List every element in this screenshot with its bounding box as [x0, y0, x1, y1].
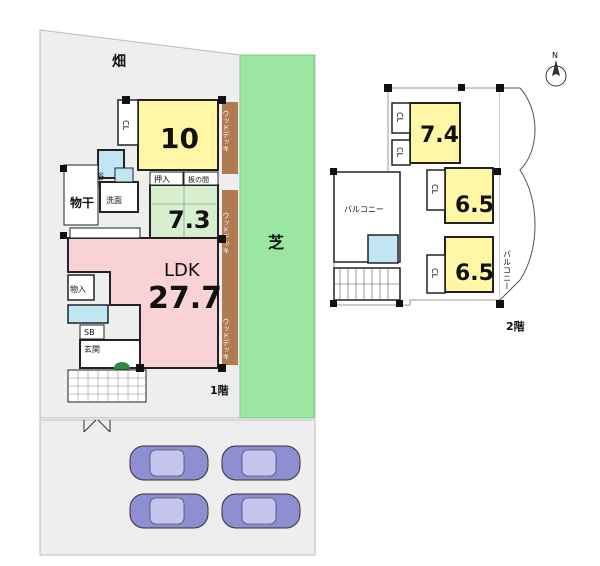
toilet-2f: [367, 234, 399, 264]
room74-cl2-label: CL: [395, 147, 404, 158]
field-label: 畑: [111, 54, 126, 70]
room-7-4: [409, 102, 461, 164]
room10-size: 10: [160, 122, 199, 155]
storage-room: [67, 274, 95, 301]
ldk-room: [67, 237, 219, 369]
deck-label-1: ウッドデッキ: [222, 110, 230, 152]
room-10: [137, 99, 219, 171]
room65a-size: 6.5: [455, 193, 494, 218]
stairs: [333, 267, 401, 301]
room74-closet-2: [391, 139, 411, 166]
entrance: [79, 339, 141, 369]
1f-columns: [60, 96, 226, 372]
deck-label-2: ウッドデッキ: [222, 212, 230, 254]
room65b-closet: [426, 254, 446, 294]
itanoma-label: 板の間: [188, 175, 209, 184]
japanese-size: 7.3: [168, 206, 211, 234]
wood-deck-bottom: [222, 285, 238, 365]
floor2-label: 2階: [506, 319, 525, 333]
wood-deck-top: [222, 102, 238, 174]
parked-cars: [129, 445, 301, 529]
room-6-5-b: [444, 236, 494, 293]
car-3: [129, 493, 209, 529]
monohoshi-label: 物干: [70, 195, 94, 210]
2f-columns: [330, 84, 504, 308]
entrance-label: 玄関: [84, 344, 100, 354]
ldk-name: LDK: [164, 260, 201, 281]
room74-closet-1: [391, 102, 411, 134]
monohoshi-area: [63, 164, 99, 226]
shoebox-label: SB: [84, 328, 95, 337]
room74-size: 7.4: [420, 123, 459, 148]
room10-cl-label: CL: [121, 120, 130, 131]
lawn-label: 芝: [268, 233, 284, 252]
room-6-5-a: [444, 167, 494, 224]
room65b-size: 6.5: [455, 261, 494, 286]
bath-label: 浴室: [96, 171, 105, 188]
room74-cl1-label: CL: [395, 112, 404, 123]
car-2: [221, 445, 301, 481]
parking-area: [39, 419, 316, 556]
oshiire-label: 押入: [154, 174, 170, 184]
room65a-cl-label: CL: [430, 184, 439, 195]
north-arrow: N: [545, 51, 567, 87]
room65b-cl-label: CL: [430, 268, 439, 279]
gate: [83, 419, 111, 433]
balcony-right: [499, 87, 536, 301]
car-4: [221, 493, 301, 529]
car-1: [129, 445, 209, 481]
lawn-area: [239, 54, 315, 419]
porch-tiles: [67, 369, 147, 403]
balcony-right-label: バルコニー: [503, 250, 512, 290]
toilet-1f: [114, 167, 134, 183]
deck-label-3: ウッドデッキ: [222, 318, 230, 360]
floor1-label: 1階: [210, 383, 229, 397]
room65a-closet: [426, 169, 446, 211]
balcony-left-label: バルコニー: [344, 205, 384, 214]
ldk-size: 27.7: [148, 281, 222, 316]
wood-deck-middle: [222, 190, 238, 285]
north-label: N: [552, 51, 558, 60]
wash-room: [99, 181, 139, 213]
storage-label: 物入: [70, 284, 86, 294]
toilet-1f-lower: [67, 304, 109, 324]
washroom-label: 洗面: [106, 195, 122, 205]
kitchen-counter: [69, 227, 141, 239]
itanoma: [183, 171, 219, 186]
oshiire: [149, 171, 184, 186]
